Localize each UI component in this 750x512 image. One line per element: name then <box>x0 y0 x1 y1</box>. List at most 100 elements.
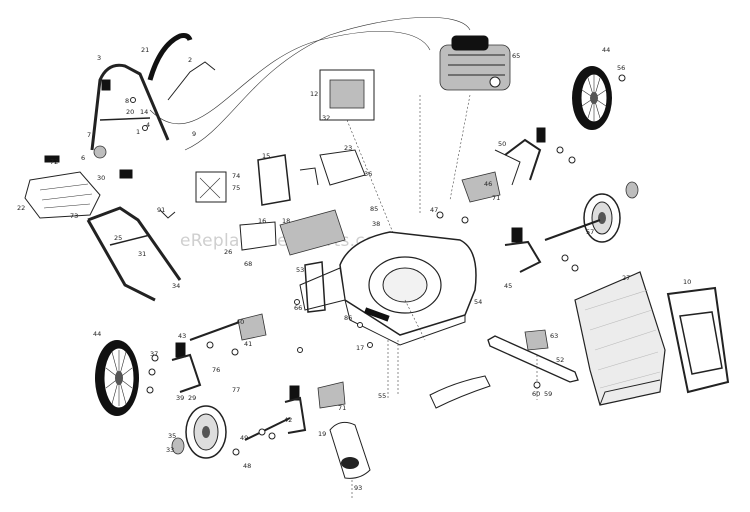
drive-cable <box>184 17 471 151</box>
callout-63: 63 <box>550 332 558 340</box>
mulch-cover <box>279 209 346 256</box>
callout-10: 10 <box>683 278 691 286</box>
callout-22: 22 <box>17 204 25 212</box>
callout-1: 1 <box>136 128 140 136</box>
callout-31: 31 <box>138 250 146 258</box>
handle-clip <box>119 169 133 179</box>
axle-bolt <box>568 156 576 164</box>
callout-32: 32 <box>322 114 330 122</box>
hub-cap <box>625 181 639 199</box>
callout-44-left: 44 <box>93 330 101 338</box>
adjuster-knob <box>536 127 546 143</box>
callout-48: 48 <box>243 462 251 470</box>
callout-4: 4 <box>146 121 150 129</box>
axle-bolt <box>206 341 214 349</box>
axle-bolt <box>151 354 159 362</box>
callout-71-bottom: 71 <box>338 404 346 412</box>
callout-39: 39 <box>176 394 184 402</box>
callout-59: 59 <box>544 390 552 398</box>
callout-14: 14 <box>140 108 148 116</box>
callout-66: 66 <box>294 304 302 312</box>
grass-bag-texture <box>584 289 661 389</box>
deck-baffle <box>429 375 491 409</box>
callout-53: 53 <box>296 266 304 274</box>
deck-bolt <box>294 299 300 305</box>
callout-35: 35 <box>168 432 176 440</box>
grass-bag-clip <box>44 155 60 163</box>
control-bracket <box>257 154 291 206</box>
lower-handle-brace <box>109 234 151 246</box>
callout-45: 45 <box>504 282 512 290</box>
callout-17: 17 <box>356 344 364 352</box>
deck-bolt <box>571 264 579 272</box>
callout-44-top: 44 <box>602 46 610 54</box>
handle-knob-assembly <box>93 145 107 159</box>
wheel-rear-right <box>572 66 612 130</box>
deck-bolt <box>297 347 303 353</box>
callout-86: 86 <box>344 314 352 322</box>
height-adjuster-left <box>171 353 202 393</box>
callout-77: 77 <box>232 386 240 394</box>
callout-9: 9 <box>192 130 196 138</box>
deck-side-bracket <box>304 261 326 313</box>
deck-bolt <box>436 211 444 219</box>
rear-baffle <box>461 171 501 203</box>
decal-mark <box>199 177 221 199</box>
deck-bolt <box>561 254 569 262</box>
blade-bolt <box>533 381 541 389</box>
callout-labels: 3 21 2 8 20 14 4 1 7 72 6 30 22 73 91 25… <box>17 46 691 492</box>
handle-knob <box>101 79 111 91</box>
callout-36: 36 <box>364 170 372 178</box>
cable-guide <box>299 167 319 186</box>
wheel-cap <box>618 74 626 82</box>
callout-19: 19 <box>318 430 326 438</box>
deck-front-baffle <box>299 267 346 311</box>
wheel-bolt <box>232 448 240 456</box>
callout-3: 3 <box>97 54 101 62</box>
grass-bag-frame-inner <box>679 311 723 375</box>
wheel-front-left <box>185 405 227 459</box>
callout-23: 23 <box>344 144 352 152</box>
callout-21: 21 <box>141 46 149 54</box>
leader-line <box>346 119 401 251</box>
front-axle <box>544 219 601 241</box>
front-adjuster-knob <box>511 227 523 243</box>
engine <box>439 35 511 91</box>
discharge-chute-ribs <box>39 183 93 209</box>
hub-cap <box>171 437 185 455</box>
callout-34: 34 <box>172 282 180 290</box>
deck-bolt <box>357 322 363 328</box>
drive-bracket <box>319 149 366 186</box>
callout-37: 37 <box>150 350 158 358</box>
callout-73: 73 <box>70 212 78 220</box>
axle-bolt <box>556 146 564 154</box>
callout-30: 30 <box>97 174 105 182</box>
deck-bolt <box>461 216 469 224</box>
callout-29: 29 <box>188 394 196 402</box>
callout-55: 55 <box>378 392 386 400</box>
callout-6: 6 <box>81 154 85 162</box>
axle-bolt <box>231 348 239 356</box>
throttle-cable <box>149 31 431 125</box>
callout-41: 41 <box>244 340 252 348</box>
rear-baffle-left <box>237 313 267 341</box>
callout-16: 16 <box>258 217 266 225</box>
callout-47: 47 <box>430 206 438 214</box>
upper-handle-crossbar <box>99 117 151 121</box>
callout-33: 33 <box>166 446 174 454</box>
callout-12: 12 <box>310 90 318 98</box>
callout-42: 42 <box>284 416 292 424</box>
axle-bolt <box>148 368 156 376</box>
height-adjuster-rear <box>504 138 542 181</box>
cable-bracket <box>159 209 176 219</box>
upper-handle <box>90 63 170 151</box>
lower-handle <box>87 206 182 281</box>
bail-grip <box>147 33 193 81</box>
callout-18: 18 <box>282 217 290 225</box>
callout-71-top: 71 <box>492 194 500 202</box>
callout-57: 57 <box>586 228 594 236</box>
callout-15: 15 <box>262 152 270 160</box>
grass-bag-bottom <box>599 379 661 406</box>
front-height-adjuster <box>504 240 542 273</box>
